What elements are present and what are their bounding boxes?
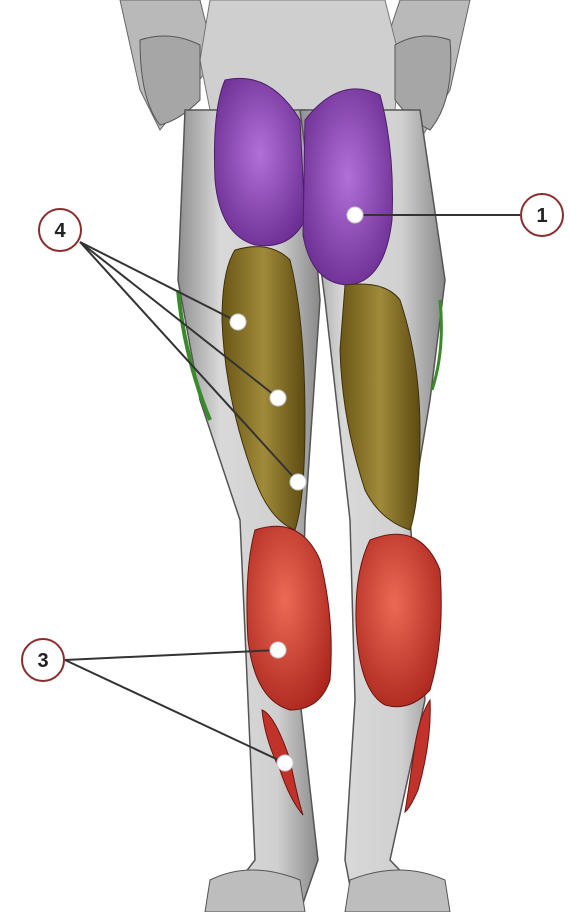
marker-dot-4b <box>270 390 286 406</box>
callout-3: 3 <box>22 639 64 681</box>
feet <box>205 870 450 912</box>
callout-1-label: 1 <box>536 205 547 227</box>
callout-3-label: 3 <box>37 650 48 672</box>
callout-4: 4 <box>39 209 81 251</box>
marker-dot-3a <box>270 642 286 658</box>
marker-dot-3b <box>277 755 293 771</box>
marker-dot-4c <box>290 474 306 490</box>
callout-1: 1 <box>521 194 563 236</box>
marker-dot-1 <box>347 207 363 223</box>
marker-dot-4a <box>230 314 246 330</box>
callout-4-label: 4 <box>54 220 66 242</box>
